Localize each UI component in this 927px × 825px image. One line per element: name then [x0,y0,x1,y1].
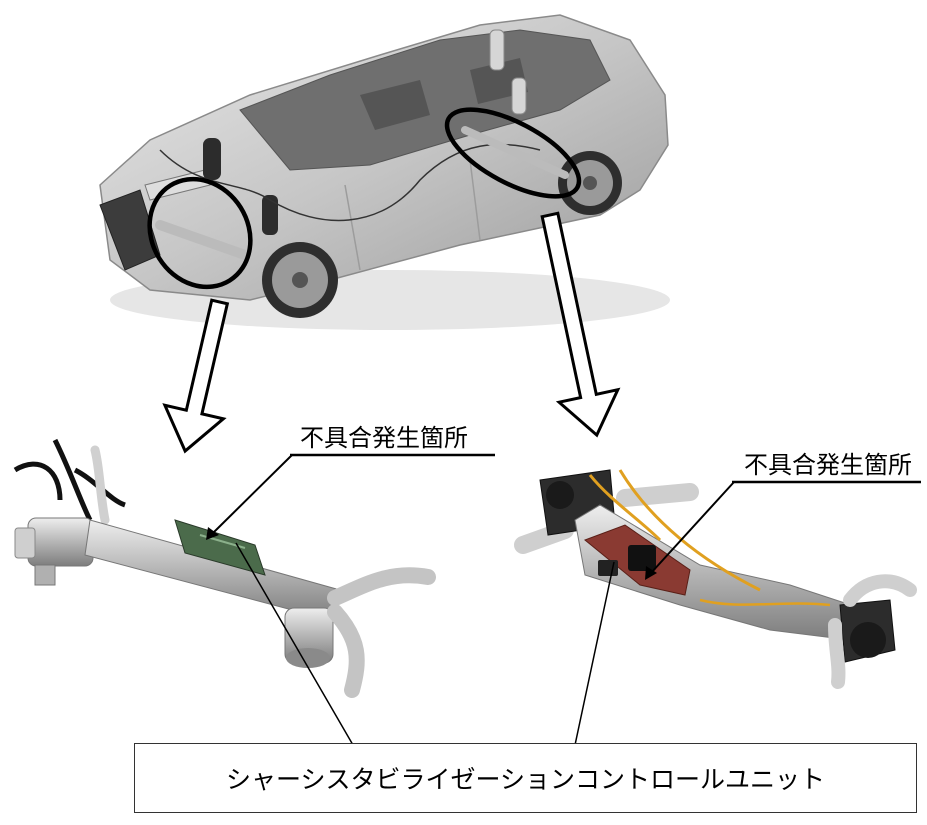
rear-down-arrow [540,211,621,438]
callout-lines [206,453,921,746]
defect-location-label-right: 不具合発生箇所 [744,451,912,479]
defect-location-label-left: 不具合発生箇所 [300,424,468,452]
front-highlight-ellipse [147,176,253,290]
rear-highlight-ellipse [444,107,582,199]
front-stabilizer-component [13,438,436,698]
control-unit-label: シャーシスタビライゼーションコントロールユニット [225,765,825,794]
front-down-arrow [162,298,230,454]
control-unit-label-box: シャーシスタビライゼーションコントロールユニット [134,743,917,813]
